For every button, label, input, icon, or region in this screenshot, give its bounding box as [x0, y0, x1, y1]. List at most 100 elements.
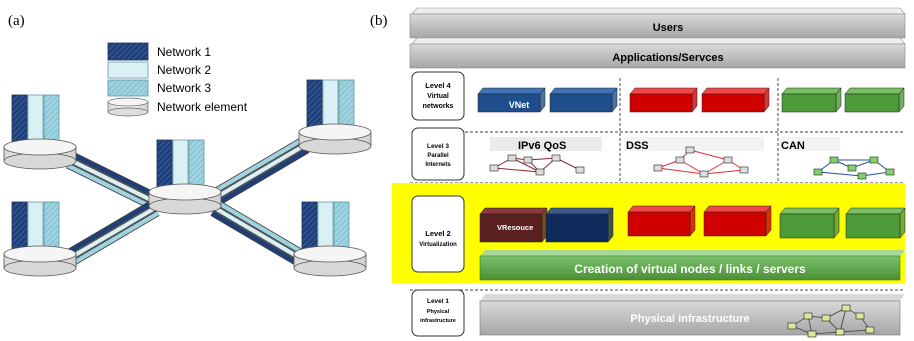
network-1-box: [11, 201, 28, 251]
graph-edge: [811, 331, 841, 335]
legend-label-network-3: Network 3: [157, 81, 211, 95]
network-1-box: [306, 79, 323, 129]
physical-infrastructure-label: Physical infrastructure: [630, 313, 749, 325]
box-front: [477, 93, 541, 113]
creation-layer: Creation of virtual nodes / links / serv…: [479, 250, 905, 281]
level3-subtitle-line1: Parallel: [427, 153, 449, 159]
cyan-hatched-box-icon: [107, 79, 149, 97]
can-resource-box: [779, 207, 840, 239]
dss-resource-box: [627, 205, 696, 237]
box-front: [703, 211, 767, 237]
level2-box: Level 2 Virtualization: [411, 195, 465, 273]
network-node: [298, 79, 372, 155]
network-3-box: [43, 94, 60, 144]
link-strand: [210, 211, 299, 265]
users-layer: Users: [409, 7, 906, 39]
box-front: [627, 211, 691, 237]
network-2-box: [27, 94, 44, 144]
graph-node: [813, 168, 823, 176]
graph-edge: [493, 167, 541, 173]
box-top: [703, 205, 772, 213]
legend-label-network-2: Network 2: [157, 63, 211, 77]
graph-node: [829, 156, 839, 164]
link-strand: [71, 152, 159, 199]
ipv6-graph: [489, 154, 585, 176]
dss-graph: [653, 146, 749, 178]
vnet-label: VNet: [509, 100, 530, 110]
network-node: [293, 201, 367, 277]
network-1-box: [11, 94, 28, 144]
graph-node: [807, 330, 817, 338]
network-link: [210, 200, 305, 266]
box-top: [629, 87, 698, 95]
network-element-top: [148, 183, 222, 201]
network-3-box: [333, 201, 350, 251]
applications-label: Applications/Servces: [612, 52, 723, 64]
level3-box: Level 3 Parallel Internets: [411, 127, 465, 181]
parallel-internet-graphs: [489, 146, 895, 180]
ipv6-qos-label: IPv6 QoS: [518, 140, 566, 152]
graph-node: [787, 322, 797, 330]
graph-edge: [511, 157, 541, 173]
graph-node: [803, 312, 813, 320]
legend-label-network-element: Network element: [157, 100, 248, 114]
legend-label-network-1: Network 1: [157, 45, 211, 59]
vnet-box: [477, 87, 546, 113]
network-2-box: [322, 79, 339, 129]
graph-node: [489, 164, 499, 172]
graph-node: [821, 314, 831, 322]
graph-node: [523, 156, 533, 164]
light-cyan-box-icon: [107, 61, 149, 79]
graph-node: [675, 156, 685, 164]
dark-blue-hatched-box-icon: [107, 42, 149, 61]
box-top: [845, 207, 906, 215]
network-node: [3, 94, 77, 170]
link-strand: [213, 206, 302, 260]
level2-subtitle: Virtualization: [419, 242, 457, 248]
network-2-box: [317, 201, 334, 251]
physical-topology-graph: [787, 304, 875, 338]
box-side: [607, 207, 614, 243]
box-top: [477, 87, 546, 95]
graph-node: [857, 172, 867, 180]
level4-title: Level 4: [425, 81, 451, 90]
cylinder-icon: [107, 97, 149, 117]
virtual-resource-boxes: [479, 205, 906, 243]
network-element-top: [298, 123, 372, 141]
graph-node: [723, 156, 733, 164]
graph-edge: [839, 307, 847, 333]
graph-edge: [689, 149, 729, 161]
graph-node: [847, 164, 857, 172]
network-link: [66, 151, 159, 211]
dss-box: [629, 87, 698, 113]
network-link: [65, 200, 160, 266]
level1-title: Level 1: [427, 298, 449, 305]
can-graph: [813, 156, 895, 180]
network-link: [210, 137, 310, 206]
network-2-box: [27, 201, 44, 251]
box-front: [549, 93, 613, 113]
can-label: CAN: [781, 140, 805, 152]
box-front: [845, 213, 901, 239]
level1-box: Level 1 Physical infrastructure: [411, 289, 465, 337]
graph-node: [575, 166, 585, 174]
network-nodes: [3, 79, 372, 277]
users-label: Users: [653, 22, 684, 34]
ipv6-label-bg: [490, 137, 602, 151]
level4-subtitle-line2: networks: [423, 103, 454, 110]
graph-edge: [657, 167, 705, 175]
box-front: [545, 213, 609, 243]
link-strand: [216, 148, 310, 205]
graph-node: [865, 326, 875, 334]
network-1-box: [156, 139, 173, 189]
network-node: [148, 139, 222, 215]
graph-node: [535, 168, 545, 176]
link-strand: [65, 201, 154, 255]
graph-edge: [703, 169, 745, 175]
network-1-box: [301, 201, 318, 251]
graph-edge: [527, 157, 557, 161]
can-box: [844, 87, 905, 113]
link-strand: [213, 143, 307, 200]
link-strand: [210, 138, 304, 195]
